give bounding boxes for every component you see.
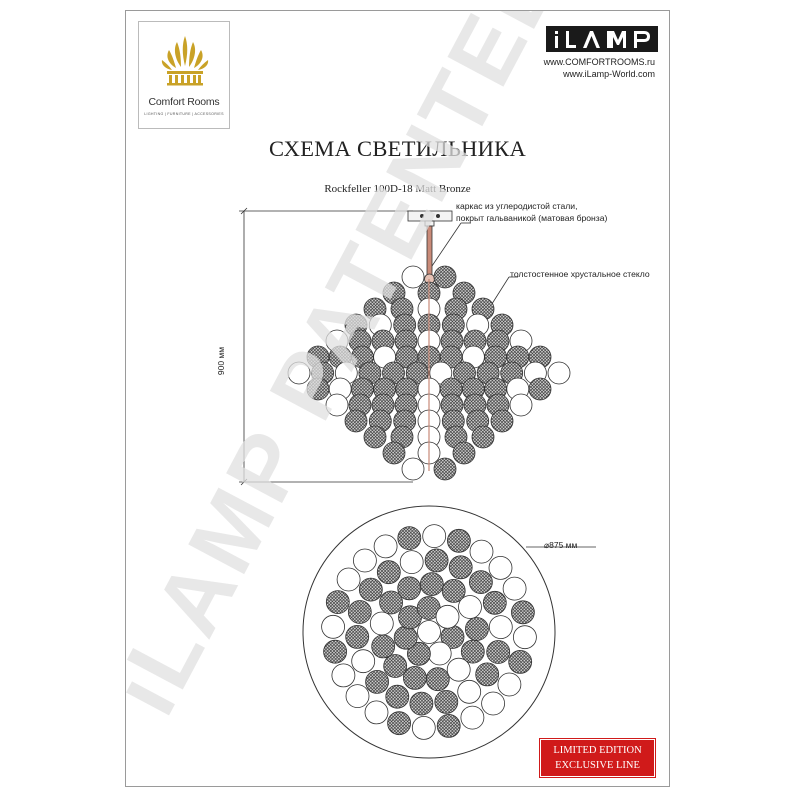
sphere-top [393, 625, 418, 650]
sphere-top [468, 570, 493, 594]
sphere-top [351, 649, 376, 674]
sphere-top [352, 548, 377, 573]
sphere-top [481, 691, 506, 716]
sphere-side [344, 409, 368, 433]
sphere-side [287, 361, 311, 385]
sphere-top [436, 714, 461, 738]
site-links: www.COMFORTROOMS.ru www.iLamp-World.com [544, 57, 655, 80]
crown-logo-icon [161, 36, 209, 86]
sphere-top [425, 667, 450, 692]
sphere-top [512, 625, 537, 650]
sphere-top [486, 640, 511, 664]
sphere-top [422, 524, 447, 548]
sphere-top [365, 670, 390, 694]
sphere-side [471, 425, 495, 449]
site-link-comfortrooms[interactable]: www.COMFORTROOMS.ru [543, 57, 655, 67]
ilamp-wordmark-logo [546, 26, 658, 52]
sphere-side [429, 361, 453, 385]
sphere-top [469, 539, 494, 564]
sphere-top [323, 639, 348, 664]
spec-sheet: Comfort Rooms LIGHTING | FURNITURE | ACC… [125, 10, 670, 787]
sphere-top [397, 526, 422, 550]
diameter-dimension-label: ⌀875 мм [544, 540, 578, 550]
sphere-top [417, 620, 441, 644]
frame-annotation: каркас из углеродистой стали, покрыт гал… [456, 201, 607, 224]
badge-line-2: EXCLUSIVE LINE [555, 760, 640, 771]
sphere-top [457, 679, 482, 704]
sphere-top [424, 548, 449, 573]
sphere-top [448, 555, 473, 580]
comfort-rooms-logo: Comfort Rooms LIGHTING | FURNITURE | ACC… [138, 21, 230, 129]
sphere-top [397, 576, 422, 601]
sphere-side [433, 265, 457, 289]
sphere-top [458, 595, 482, 619]
sphere-top [399, 550, 424, 574]
sphere-side [325, 393, 349, 417]
sphere-top [435, 604, 460, 629]
sphere-side [306, 377, 330, 401]
page-title: СХЕМА СВЕТИЛЬНИКА [268, 136, 527, 161]
sphere-side [363, 425, 387, 449]
sphere-top [508, 650, 533, 674]
site-link-ilamp[interactable]: www.iLamp-World.com [563, 68, 655, 79]
chandelier-drawing [239, 207, 596, 759]
top-view-outline [302, 505, 556, 759]
sphere-top [358, 577, 383, 602]
badge-line-1: LIMITED EDITION [553, 745, 642, 756]
sphere-side [405, 361, 429, 385]
sphere-top [502, 576, 527, 601]
sphere-top [406, 641, 431, 666]
sphere-top [434, 690, 459, 714]
sphere-top [419, 572, 444, 596]
sphere-top [441, 579, 466, 603]
sphere-top [325, 590, 350, 614]
sphere-side [382, 441, 406, 465]
sphere-top [510, 600, 535, 625]
sphere-top [347, 600, 372, 624]
sphere-top [427, 641, 452, 666]
logo-name: Comfort Rooms [148, 96, 220, 108]
sphere-side [509, 393, 533, 417]
sphere-top [409, 691, 434, 716]
sphere-top [383, 654, 408, 678]
limited-edition-badge: LIMITED EDITION EXCLUSIVE LINE [539, 738, 656, 778]
sphere-side [490, 409, 514, 433]
sphere-top [369, 611, 394, 636]
sphere-top [336, 567, 361, 592]
sphere-top [464, 617, 489, 641]
sphere-top [371, 634, 396, 659]
sphere-top [387, 711, 412, 736]
sphere-top [364, 700, 389, 725]
sphere-top [482, 590, 507, 615]
sphere-top [446, 528, 471, 553]
sphere-top [402, 666, 427, 690]
sphere-top [331, 663, 356, 688]
sphere-top [497, 672, 522, 697]
sphere-top [488, 556, 513, 580]
sphere-top [446, 657, 471, 682]
sphere-side [547, 361, 571, 385]
sphere-side [401, 265, 425, 289]
sphere-top [373, 534, 398, 559]
sphere-top [379, 590, 404, 615]
sphere-top [475, 662, 500, 687]
sphere-side [433, 457, 457, 481]
sphere-top [376, 560, 401, 585]
logo-tagline: LIGHTING | FURNITURE | ACCESSORIES [144, 112, 224, 116]
sphere-top [411, 716, 436, 740]
sphere-top [345, 684, 370, 708]
sphere-top [385, 684, 410, 709]
sphere-side [528, 377, 552, 401]
frame-annotation-line-1: каркас из углеродистой стали, [456, 201, 578, 211]
sphere-top [345, 625, 370, 649]
glass-annotation: толстостенное хрустальное стекло [510, 269, 650, 279]
model-name: Rockfeller 100D-18 Matt Bronze [324, 183, 471, 195]
sphere-top [488, 615, 513, 639]
sphere-side [401, 457, 425, 481]
sphere-side [452, 441, 476, 465]
frame-annotation-line-2: покрыт гальваникой (матовая бронза) [456, 212, 608, 223]
sphere-top [321, 614, 346, 639]
height-dimension-label: 900 мм [216, 346, 226, 376]
sphere-top [460, 705, 485, 730]
